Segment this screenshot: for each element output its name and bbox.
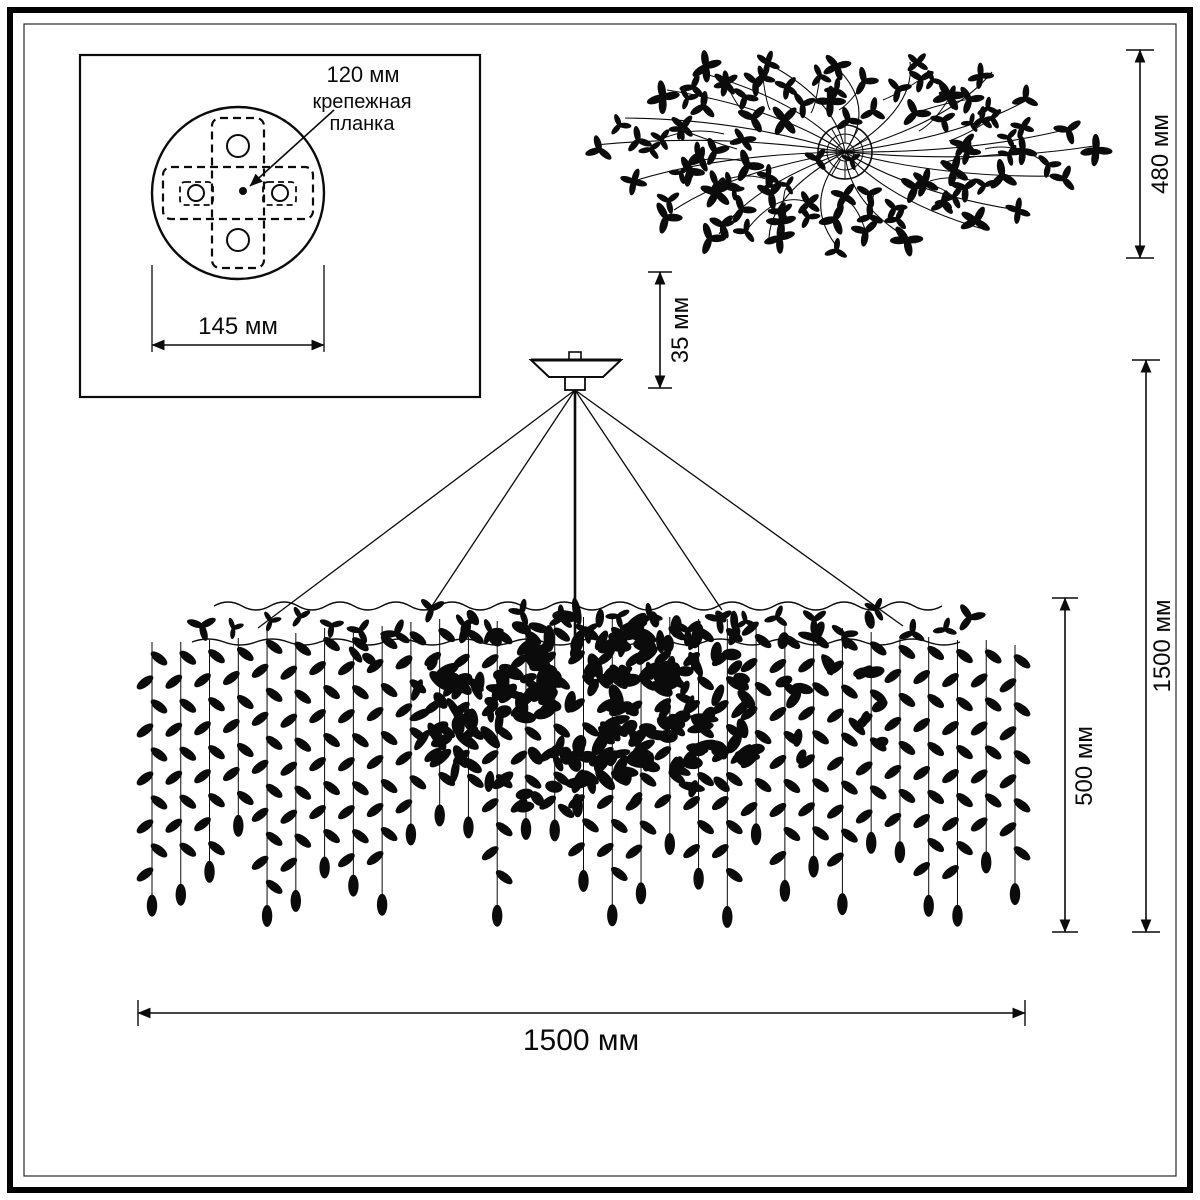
mount-hole-right [271,184,289,202]
canopy-height-label: 35 мм [667,297,694,363]
hole-spacing-label: 120 мм [326,62,399,87]
depth-label: 480 мм [1147,114,1174,194]
chandelier-side-view [136,351,1031,928]
dimension-1500-width: 1500 мм [137,1000,1026,1057]
dimension-500: 500 мм [1052,597,1098,933]
leader-line-120 [249,109,335,187]
bracket-vertical-outline [210,116,266,270]
dimension-480: 480 мм [1126,49,1174,259]
center-point [239,187,247,195]
plate-width-label: 145 мм [198,313,278,340]
bracket-horizontal-outline [161,165,315,221]
mount-plate-detail: 120 мм крепежная планка 145 мм [78,53,482,399]
mount-slot-right [262,181,297,206]
bracket-label-line2: планка [330,113,396,135]
bracket-label-line1: крепежная [312,91,411,113]
overall-height-label: 1500 мм [1149,599,1176,692]
body-height-label: 500 мм [1071,726,1098,806]
detail-box [78,53,482,399]
mount-slot-left [179,181,214,206]
plate-circle [150,105,326,281]
outer-frame [7,7,1193,1193]
dimension-35: 35 мм [648,271,694,389]
inner-frame [23,23,1177,1177]
chandelier-top-view [585,50,1113,258]
mount-hole-bottom [226,228,250,252]
overall-width-label: 1500 мм [523,1024,639,1057]
mount-hole-top [226,134,250,158]
dimension-1500-height: 1500 мм [1132,359,1176,933]
mount-hole-left [187,184,205,202]
